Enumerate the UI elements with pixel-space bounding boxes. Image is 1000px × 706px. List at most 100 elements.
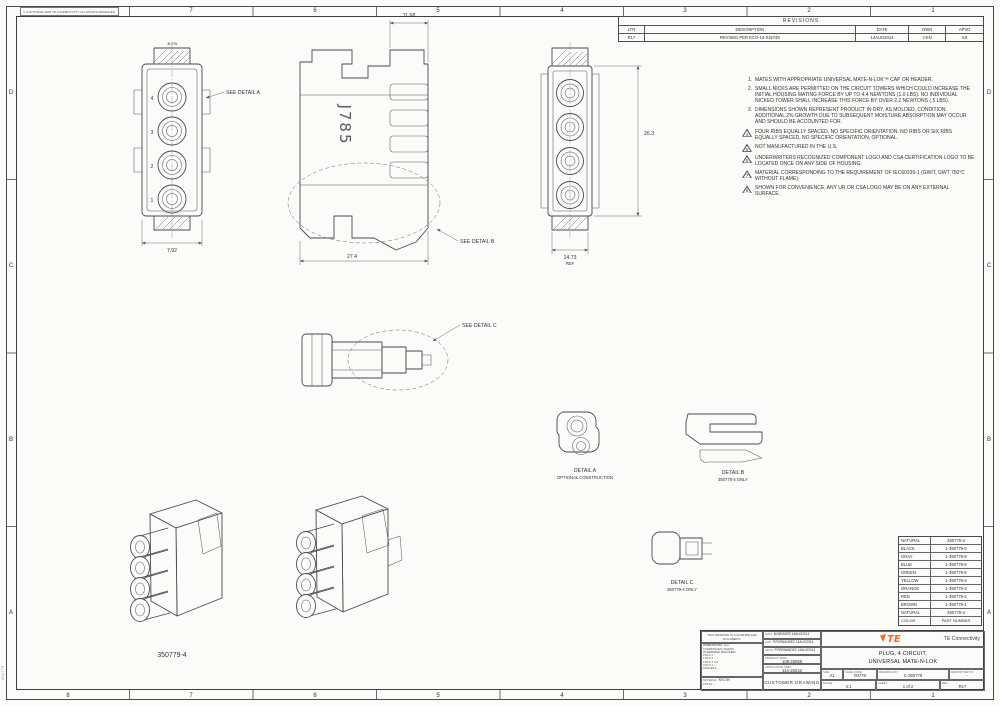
zone-row: C [986,263,992,269]
zone-col: 5 [436,693,440,699]
zone-row: A [986,610,991,616]
iso-part-number-label: 350779-4 [157,652,187,659]
revision-apvd: SZ [961,35,968,40]
zone-row: A [8,610,13,616]
revisions-header-description: DESCRIPTION [645,26,856,33]
zone-col: 5 [436,8,440,14]
dim-front-width: 7.92 [141,220,203,254]
dim-rear-height: 26.3 [594,65,654,217]
zone-row: C [8,263,14,269]
revisions-table: REVISIONS LTR DESCRIPTION DATE DWN APVD … [618,16,984,42]
revision-ltr: R17 [619,34,645,42]
dim-rear-pitch: 14.73 REF [551,232,589,266]
zone-col: 4 [560,693,564,699]
zone-col: 1 [931,693,935,699]
callout-detail-c: SEE DETAIL C [432,323,497,342]
drawing-title-line1: PLUG, 4 CIRCUIT, [878,651,928,657]
revisions-header-apvd: APVD [958,27,971,32]
revisions-header-date: DATE [856,26,910,33]
note-item-2: 2.SMALL NICKS ARE PERMITTED ON THE CIRCU… [742,86,975,104]
note-text: UNDERWRITERS RECOGNIZED COMPONENT LOGO A… [755,154,975,167]
restricted-to-cell: RESTRICTED TO- [949,669,985,680]
zone-col: 3 [683,693,687,699]
callout-detail-a: SEE DETAIL A [205,90,261,99]
detail-b-subtitle: 350779-4 ONLY [718,477,748,482]
svg-text:SEE DETAIL A: SEE DETAIL A [226,90,261,96]
zone-col: 3 [683,8,687,14]
note-number: 1. [747,77,752,83]
revision-dwn: CKN [909,34,947,42]
drawing-title-cell: PLUG, 4 CIRCUIT, UNIVERSAL MATE-N-LOK [821,647,985,669]
application-spec-cell: APPLICATION SPEC 114-25015 [763,664,821,673]
detail-c-region [347,329,449,391]
revisions-title: REVISIONS [619,17,983,26]
view-front: JK-TW 4 3 2 1 [133,42,211,238]
circuit-number: 4 [151,96,154,102]
company-cell: TE TE Connectivity [821,631,985,647]
te-logo: TE [880,634,901,645]
view-side: J785 [287,49,441,251]
zone-col: 6 [313,693,317,699]
svg-text:7.92: 7.92 [167,248,177,254]
zone-col: 7 [189,8,193,14]
zone-row: D [986,90,992,96]
detail-a-subtitle: OPTIONAL CONSTRUCTION [557,475,613,480]
product-spec-cell: PRODUCT SPEC 108-25068 [763,655,821,664]
flag-note-triangle-icon: 4 [742,129,752,137]
note-text: FOUR RIBS EQUALLY SPACED, NO SPECIFIC OR… [755,128,953,141]
svg-text:SEE DETAIL C: SEE DETAIL C [462,323,497,329]
detail-c-view [651,531,712,565]
note-text: SHOWN FOR CONVENIENCE. ANY UR OR CSA LOG… [755,185,950,198]
customer-drawing-cell: CUSTOMER DRAWING [763,673,821,691]
detail-b-view [685,413,763,463]
circuit-number: 1 [151,198,154,204]
circuit-number: 2 [151,164,154,170]
drawing-title-line2: UNIVERSAL MATE-N-LOK [868,659,938,665]
zone-col: 7 [189,693,193,699]
svg-text:27.4: 27.4 [347,254,357,260]
flag-note-triangle-icon: 7 [742,170,752,178]
zone-col: 6 [313,8,317,14]
note-number: 3. [747,107,752,114]
detail-c-title: DETAIL C [671,580,694,586]
detail-a-view [556,411,600,455]
view-wire-side [301,329,449,391]
zone-col: 1 [931,8,935,14]
revisions-header-row: LTR DESCRIPTION DATE DWN APVD [619,26,983,34]
note-text: SMALL NICKS ARE PERMITTED ON THE CIRCUIT… [755,86,970,105]
zone-row: D [8,90,14,96]
note-number: 2. [747,86,752,93]
note-item-1: 1.MATES WITH APPROPRIATE UNIVERSAL MATE-… [742,77,975,83]
note-text: DIMENSIONS SHOWN REPRESENT PRODUCT IN DR… [755,107,967,126]
callout-detail-b: SEE DETAIL B [436,228,495,245]
svg-text:11.68: 11.68 [403,13,416,19]
note-text: MATES WITH APPROPRIATE UNIVERSAL MATE-N-… [755,77,933,83]
revision-row: R17 REVISED PER ECO-14-015749 14AUG2014 … [619,34,983,42]
zone-col: 4 [560,8,564,14]
company-name: TE Connectivity [943,636,980,642]
revision-description: REVISED PER ECO-14-015749 [645,34,856,42]
detail-a-title: DETAIL A [574,468,597,474]
